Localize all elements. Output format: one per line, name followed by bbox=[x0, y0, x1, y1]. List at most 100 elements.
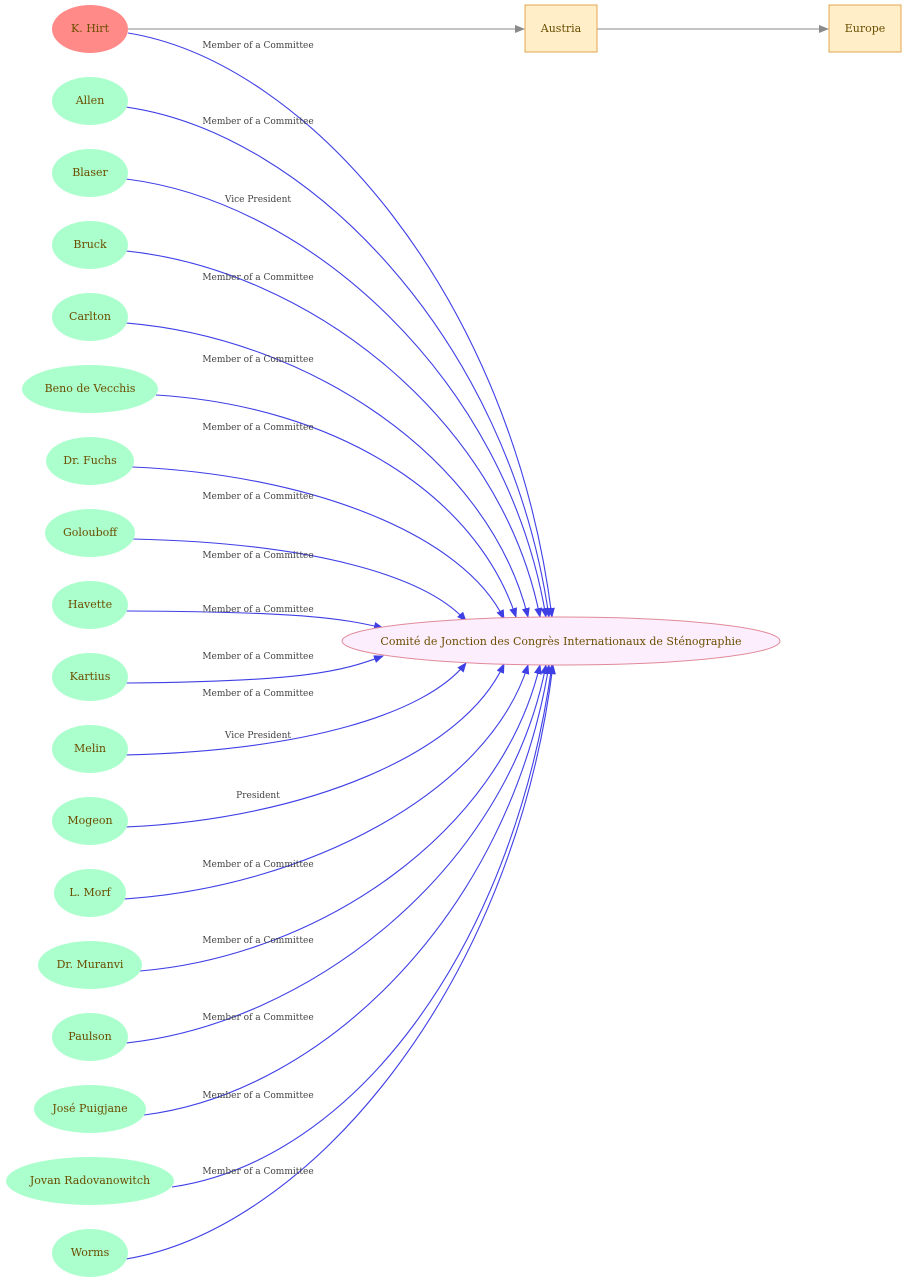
austria-node[interactable]: Austria bbox=[524, 4, 598, 53]
edge-beno-de-vecchis-org bbox=[155, 394, 517, 618]
person-node-kartius[interactable]: Kartius bbox=[52, 653, 128, 701]
edge-melin-org bbox=[125, 662, 467, 756]
person-node-label: Allen bbox=[75, 94, 105, 107]
person-node-label: Paulson bbox=[68, 1030, 111, 1043]
edge-jos-puigjane-org bbox=[143, 664, 552, 1116]
edge-label-beno-de-vecchis: Member of a Committee bbox=[202, 423, 313, 433]
person-node-paulson[interactable]: Paulson bbox=[52, 1013, 128, 1061]
person-node-dr-fuchs[interactable]: Dr. Fuchs bbox=[46, 437, 134, 485]
edge-label-k-hirt: Member of a Committee bbox=[202, 41, 313, 51]
edge-carlton-org bbox=[125, 322, 530, 618]
person-node-label: Carlton bbox=[69, 310, 111, 323]
edge-label-kartius: Member of a Committee bbox=[202, 652, 313, 662]
edge-mogeon-org bbox=[125, 663, 505, 828]
edge-dr-fuchs-org bbox=[131, 466, 505, 620]
person-node-shape bbox=[52, 293, 128, 341]
edge-k-hirt-org bbox=[127, 32, 555, 618]
membership-edges bbox=[123, 32, 556, 1260]
person-node-golouboff[interactable]: Golouboff bbox=[45, 509, 135, 557]
person-node-havette[interactable]: Havette bbox=[52, 581, 128, 629]
person-node-dr-muranvi[interactable]: Dr. Muranvi bbox=[38, 941, 142, 989]
edge-label-l-morf: President bbox=[236, 791, 280, 801]
person-node-label: Kartius bbox=[70, 670, 111, 683]
edge-label-dr-muranvi: Member of a Committee bbox=[202, 860, 313, 870]
person-node-shape bbox=[52, 149, 128, 197]
person-node-label: Melin bbox=[74, 742, 106, 755]
person-node-label: Havette bbox=[68, 598, 112, 611]
edge-label-golouboff: Member of a Committee bbox=[202, 551, 313, 561]
org-node-shape bbox=[341, 616, 781, 666]
person-node-shape bbox=[52, 1229, 128, 1277]
person-node-shape bbox=[52, 725, 128, 773]
person-node-shape bbox=[52, 1013, 128, 1061]
edge-bruck-org bbox=[125, 250, 543, 618]
edge-label-bruck: Member of a Committee bbox=[202, 273, 313, 283]
austria-node-shape bbox=[524, 4, 598, 53]
person-node-jos-puigjane[interactable]: José Puigjane bbox=[34, 1085, 146, 1133]
person-node-label: Bruck bbox=[73, 238, 107, 251]
org-node[interactable]: Comité de Jonction des Congrès Internati… bbox=[341, 616, 781, 666]
edge-label-allen: Member of a Committee bbox=[202, 117, 313, 127]
person-node-shape bbox=[52, 221, 128, 269]
edge-label-blaser: Vice President bbox=[224, 195, 292, 205]
edge-paulson-org bbox=[125, 664, 549, 1044]
edge-label-jovan-radovanowitch: Member of a Committee bbox=[202, 1091, 313, 1101]
edge-label-havette: Member of a Committee bbox=[202, 605, 313, 615]
person-node-label: Golouboff bbox=[63, 526, 118, 539]
person-node-worms[interactable]: Worms bbox=[52, 1229, 128, 1277]
person-node-blaser[interactable]: Blaser bbox=[52, 149, 128, 197]
hirt-node-shape bbox=[52, 5, 128, 53]
edge-label-jos-puigjane: Member of a Committee bbox=[202, 1013, 313, 1023]
person-node-bruck[interactable]: Bruck bbox=[52, 221, 128, 269]
europe-node-shape bbox=[828, 4, 902, 53]
edge-label-worms: Member of a Committee bbox=[202, 1167, 313, 1177]
person-node-mogeon[interactable]: Mogeon bbox=[52, 797, 128, 845]
person-node-shape bbox=[52, 797, 128, 845]
person-node-label: Dr. Fuchs bbox=[63, 454, 117, 467]
person-node-label: Worms bbox=[71, 1246, 110, 1259]
edge-blaser-org bbox=[125, 178, 549, 618]
person-node-label: José Puigjane bbox=[51, 1102, 127, 1115]
person-node-melin[interactable]: Melin bbox=[52, 725, 128, 773]
edge-dr-muranvi-org bbox=[139, 664, 542, 972]
person-node-shape bbox=[52, 581, 128, 629]
person-node-carlton[interactable]: Carlton bbox=[52, 293, 128, 341]
edge-kartius-org bbox=[125, 655, 384, 684]
edge-havette-org bbox=[125, 610, 384, 630]
hirt-node-label: K. Hirt bbox=[71, 22, 110, 35]
hirt-node[interactable]: K. Hirt bbox=[52, 5, 128, 53]
person-node-shape bbox=[45, 509, 135, 557]
person-node-shape bbox=[34, 1085, 146, 1133]
person-node-shape bbox=[46, 437, 134, 485]
person-node-shape bbox=[52, 653, 128, 701]
person-node-shape bbox=[54, 869, 126, 917]
person-node-l-morf[interactable]: L. Morf bbox=[54, 869, 126, 917]
person-node-allen[interactable]: Allen bbox=[52, 77, 128, 125]
edge-label-dr-fuchs: Member of a Committee bbox=[202, 492, 313, 502]
person-node-label: Dr. Muranvi bbox=[57, 958, 124, 971]
edge-label-paulson: Member of a Committee bbox=[202, 936, 313, 946]
edge-jovan-radovanowitch-org bbox=[171, 664, 555, 1188]
person-node-beno-de-vecchis[interactable]: Beno de Vecchis bbox=[22, 365, 158, 413]
person-node-label: Jovan Radovanowitch bbox=[29, 1174, 150, 1187]
person-node-shape bbox=[38, 941, 142, 989]
austria-node-label: Austria bbox=[540, 22, 582, 35]
person-node-shape bbox=[22, 365, 158, 413]
edge-label-carlton: Member of a Committee bbox=[202, 355, 313, 365]
edge-worms-org bbox=[125, 664, 556, 1260]
person-node-label: Beno de Vecchis bbox=[45, 382, 136, 395]
person-node-label: L. Morf bbox=[69, 886, 111, 899]
person-node-jovan-radovanowitch[interactable]: Jovan Radovanowitch bbox=[6, 1157, 174, 1205]
edge-golouboff-org bbox=[132, 538, 467, 622]
edge-allen-org bbox=[125, 106, 552, 618]
org-node-label: Comité de Jonction des Congrès Internati… bbox=[380, 635, 741, 648]
person-node-shape bbox=[52, 77, 128, 125]
europe-node[interactable]: Europe bbox=[828, 4, 902, 53]
edge-l-morf-org bbox=[123, 664, 530, 900]
person-node-shape bbox=[6, 1157, 174, 1205]
europe-node-label: Europe bbox=[845, 22, 886, 35]
edge-label-mogeon: Vice President bbox=[224, 731, 292, 741]
